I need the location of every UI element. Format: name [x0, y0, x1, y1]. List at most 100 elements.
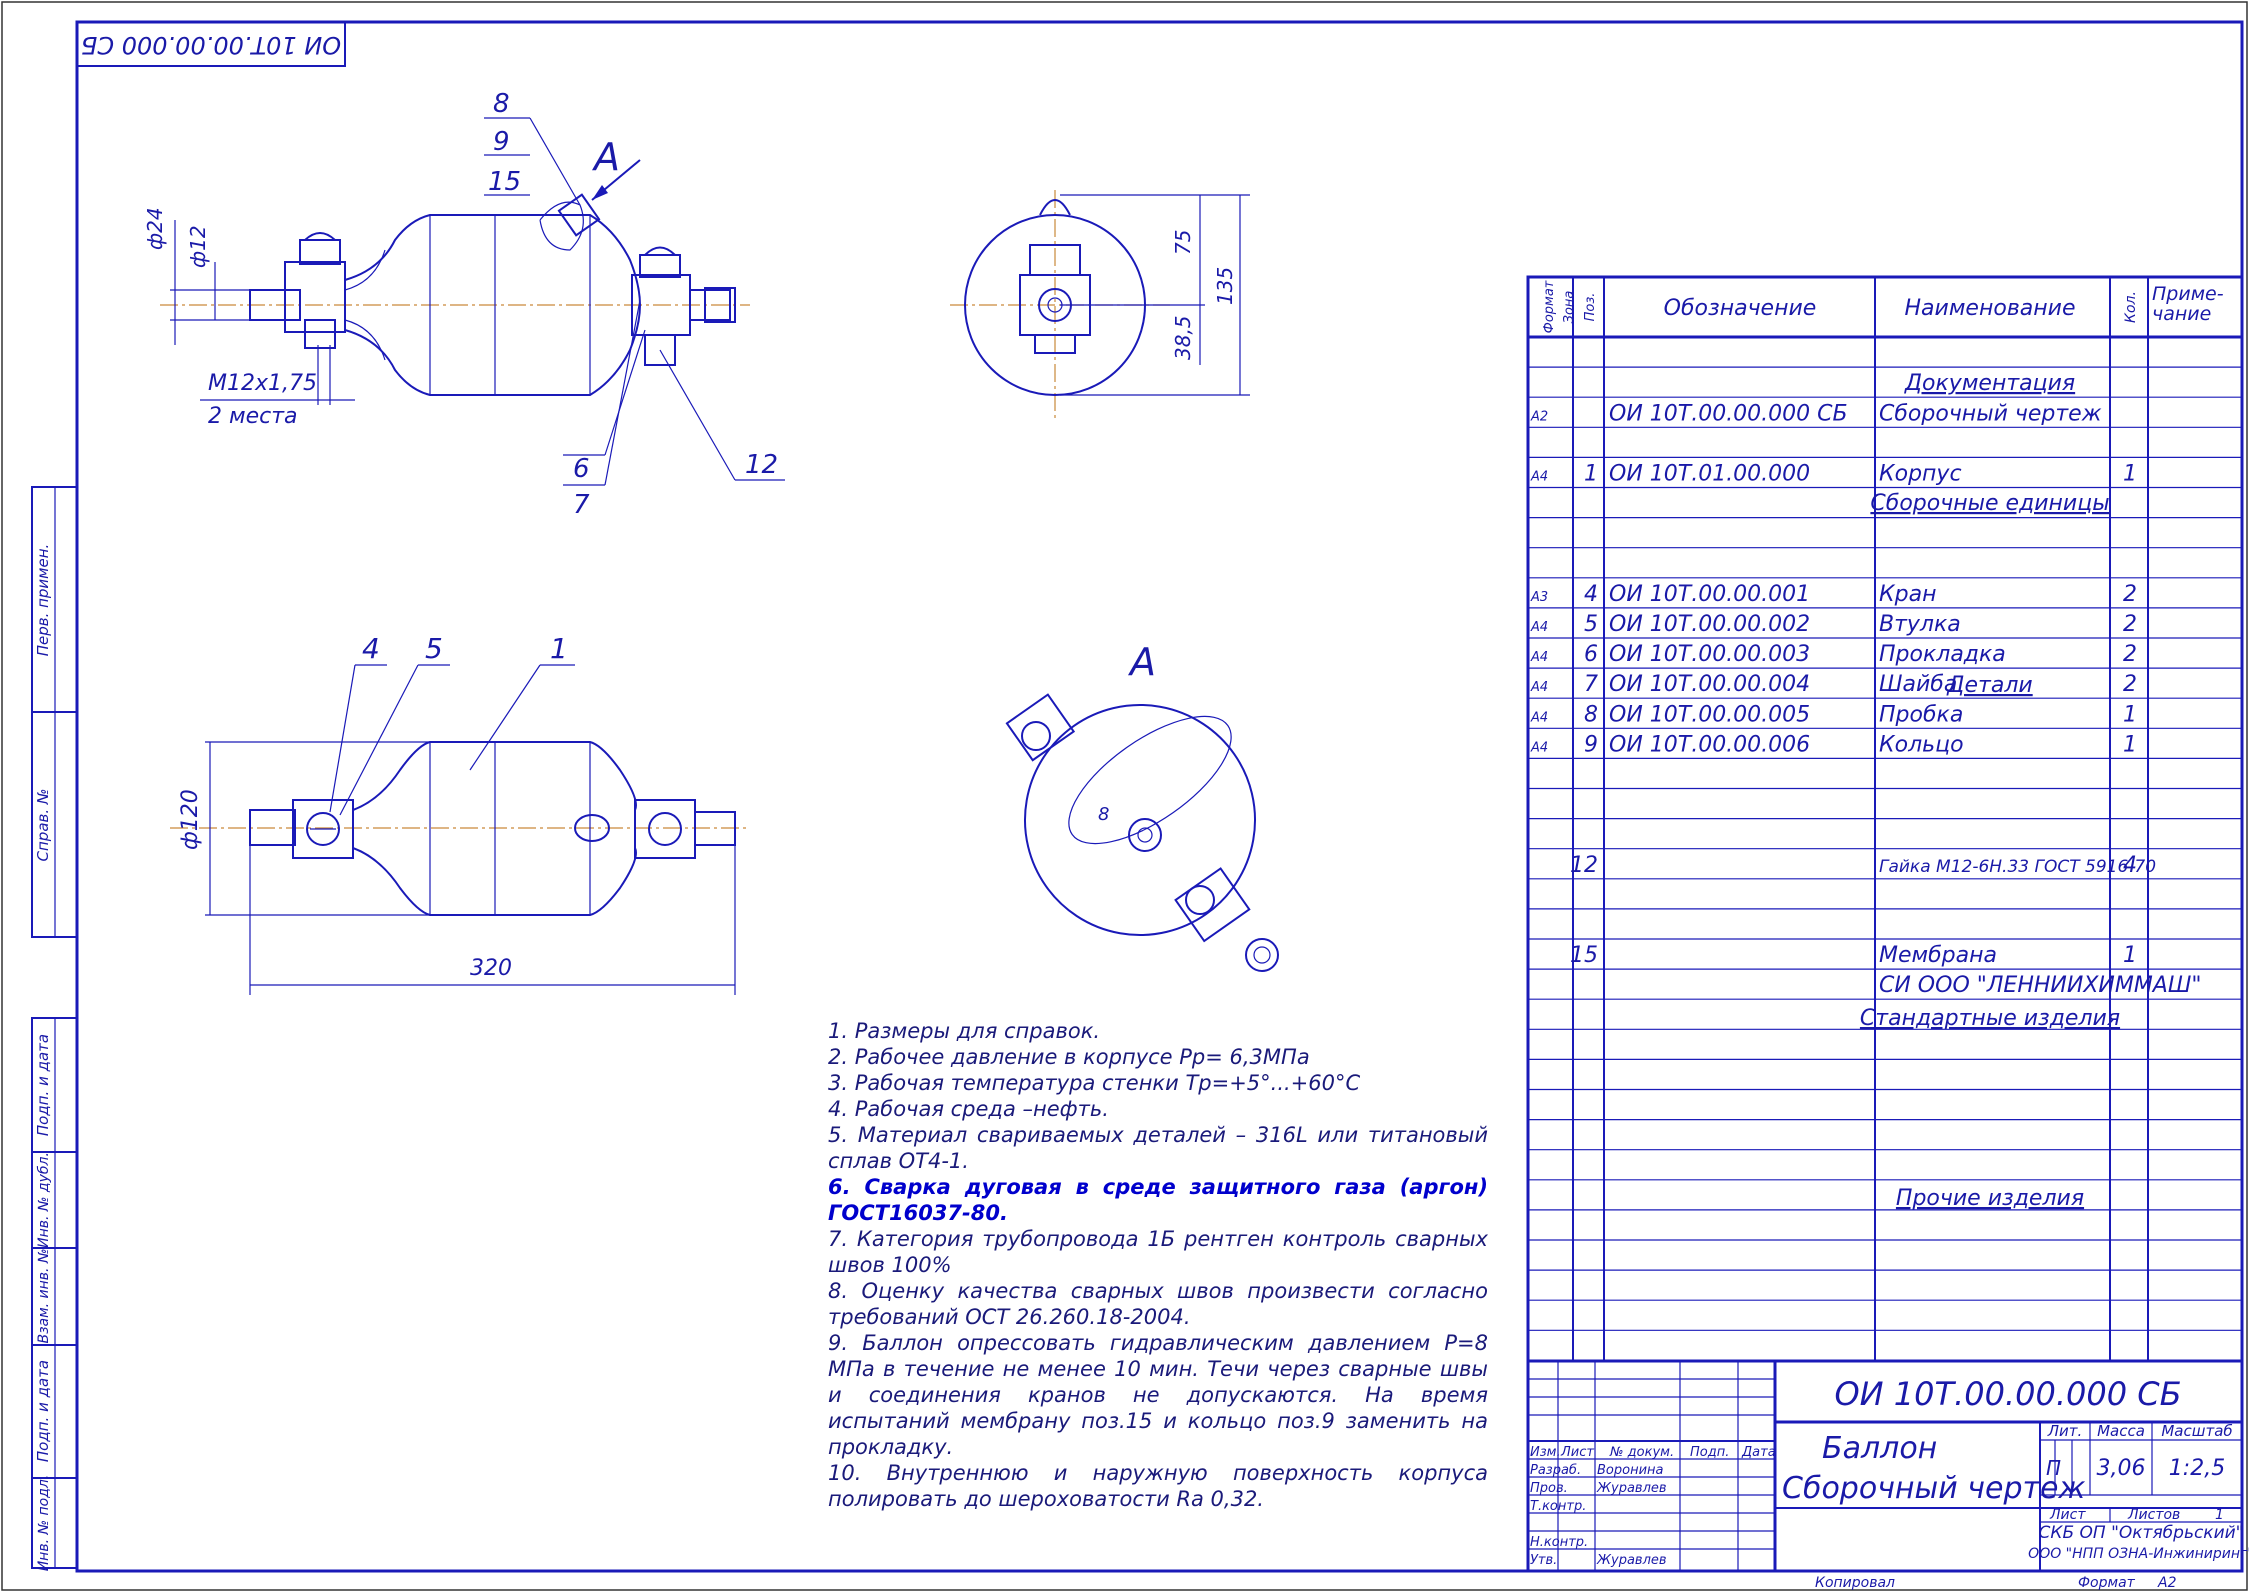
tb-role-check: Пров.: [1530, 1481, 1568, 1496]
spec-cell-qty: 2: [2123, 642, 2137, 667]
dim-d12: ф12: [186, 225, 210, 268]
side-strip: Перв. примен. Справ. № Подп. и дата Инв.…: [31, 486, 78, 1572]
note-3: 3. Рабочая температура стенки Тр=+5°...+…: [828, 1071, 1361, 1095]
tb-mass-label: Масса: [2097, 1422, 2145, 1440]
spec-cell-pos: 6: [1584, 642, 1598, 667]
spec-cell-format: А2: [1530, 409, 1548, 424]
header-designation: Обозначение: [1664, 296, 1817, 321]
tb-name-line1: Баллон: [1822, 1431, 1937, 1466]
spec-cell-qty: 2: [2123, 612, 2137, 637]
tb-col-list: Лист: [1560, 1445, 1594, 1460]
tb-mass: 3,06: [2097, 1456, 2146, 1481]
spec-cell-qty: 2: [2123, 582, 2137, 607]
side-label-sprav: Справ. №: [34, 789, 52, 862]
spec-cell-format: А4: [1530, 620, 1548, 635]
side-label-podp-2: Подп. и дата: [34, 1360, 52, 1462]
spec-cell-name: Мембрана: [1879, 943, 1997, 968]
spec-cell-name: Кран: [1879, 582, 1936, 607]
spec-cell-name: Сборочный чертеж: [1879, 401, 2102, 426]
side-label-podp-1: Подп. и дата: [34, 1034, 52, 1136]
spec-cell-designation: ОИ 10Т.00.00.002: [1609, 612, 1810, 637]
dim-thread: М12х1,75: [208, 371, 317, 396]
tb-sheet-label: Лист: [2049, 1507, 2086, 1523]
top-stamp: ОИ 10Т.00.00.000 СБ: [76, 21, 346, 67]
spec-cell-pos: 4: [1584, 582, 1598, 607]
section-assemblies: Сборочные единицы: [1870, 491, 2109, 516]
tb-role-approve: Утв.: [1530, 1553, 1557, 1568]
spec-cell-designation: ОИ 10Т.01.00.000: [1609, 462, 1810, 487]
dim-38-5: 38,5: [1171, 315, 1195, 360]
view-a: А 8: [1005, 640, 1279, 972]
spec-cell-format: А4: [1530, 680, 1548, 695]
arrow-a: А: [591, 135, 620, 179]
tb-col-doc: № докум.: [1609, 1445, 1674, 1460]
spec-cell-format: А4: [1530, 740, 1548, 755]
header-zone: Зона: [1562, 291, 1577, 324]
spec-cell-qty: 1: [2123, 462, 2137, 487]
spec-cell-pos: 12: [1570, 853, 1598, 878]
spec-cell-pos: 9: [1584, 732, 1598, 757]
tb-lit-label: Лит.: [2047, 1422, 2083, 1440]
spec-cell-designation: ОИ 10Т.00.00.004: [1609, 672, 1810, 697]
spec-cell-designation: ОИ 10Т.00.00.000 СБ: [1609, 401, 1848, 426]
tb-name-dev: Воронина: [1597, 1463, 1664, 1478]
callout-12: 12: [745, 450, 778, 480]
spec-cell-pos: 8: [1584, 702, 1598, 727]
dim-75: 75: [1171, 230, 1195, 255]
view-a-label: А: [1127, 640, 1156, 684]
side-label-vzam: Взам. инв. №: [36, 1248, 52, 1343]
spec-cell-pos: 15: [1570, 943, 1598, 968]
end-view: 75 38,5 135: [950, 190, 1250, 420]
side-label-inv-dubl: Инв. № дубл.: [36, 1152, 52, 1248]
tb-designation: ОИ 10Т.00.00.000 СБ: [1834, 1375, 2181, 1413]
callout-5: 5: [425, 632, 443, 665]
tb-sheets: 1: [2215, 1507, 2224, 1523]
tb-role-dev: Разраб.: [1530, 1463, 1581, 1478]
header-note: Приме-чание: [2152, 283, 2224, 325]
spec-cell-qty: 4: [2123, 853, 2137, 878]
callout-7: 7: [573, 490, 590, 520]
spec-cell-name: Кольцо: [1879, 732, 1964, 757]
side-label-perv: Перв. примен.: [34, 544, 52, 657]
dim-d120: ф120: [178, 789, 203, 850]
tb-col-date: Дата: [1741, 1445, 1776, 1460]
dim-d24: ф24: [143, 207, 167, 250]
spec-cell-name: СИ ООО "ЛЕННИИХИММАШ": [1879, 973, 2202, 998]
tb-org-line2: ООО "НПП ОЗНА-Инжиниринг": [2028, 1546, 2249, 1562]
spec-cell-name: Шайба: [1879, 672, 1957, 697]
note-7: 7. Категория трубопровода 1Б рентген кон…: [828, 1227, 1488, 1277]
dim-8: 8: [1098, 804, 1109, 825]
side-label-inv-podl: Инв. № подл.: [36, 1475, 52, 1572]
dim-320: 320: [470, 956, 512, 981]
note-4: 4. Рабочая среда –нефть.: [828, 1097, 1109, 1121]
spec-cell-pos: 7: [1584, 672, 1598, 697]
header-qty: Кол.: [2123, 291, 2139, 323]
tb-sheets-label: Листов: [2127, 1507, 2180, 1523]
note-2: 2. Рабочее давление в корпусе Рр= 6,3МПа: [828, 1045, 1310, 1069]
spec-cell-name: Втулка: [1879, 612, 1961, 637]
spec-cell-designation: ОИ 10Т.00.00.003: [1609, 642, 1810, 667]
top-stamp-text: ОИ 10Т.00.00.000 СБ: [81, 31, 341, 59]
dim-135: 135: [1213, 267, 1237, 305]
tb-col-izm: Изм.: [1530, 1445, 1561, 1460]
spec-cell-name: Корпус: [1879, 462, 1962, 487]
tb-role-tcontrol: Т.контр.: [1530, 1499, 1586, 1514]
tb-name-check: Журавлев: [1596, 1481, 1667, 1496]
section-docs: Документация: [1904, 371, 2075, 396]
tb-scale-label: Масштаб: [2161, 1422, 2232, 1440]
spec-cell-name: Прокладка: [1879, 642, 2006, 667]
spec-cell-designation: ОИ 10Т.00.00.005: [1609, 702, 1810, 727]
note-6: 6. Сварка дуговая в среде защитного газа…: [828, 1175, 1488, 1225]
tb-name-line2: Сборочный чертеж: [1782, 1471, 2085, 1506]
spec-cell-format: А4: [1530, 470, 1548, 485]
spec-cell-qty: 1: [2123, 732, 2137, 757]
spec-cell-qty: 1: [2123, 702, 2137, 727]
spec-cell-designation: ОИ 10Т.00.00.001: [1609, 582, 1810, 607]
header-format: Формат: [1542, 280, 1557, 333]
callout-1: 1: [550, 632, 568, 665]
title-block: Изм. Лист № докум. Подп. Дата Разраб. Во…: [1526, 1359, 2249, 1591]
section-standard: Стандартные изделия: [1860, 1006, 2120, 1031]
